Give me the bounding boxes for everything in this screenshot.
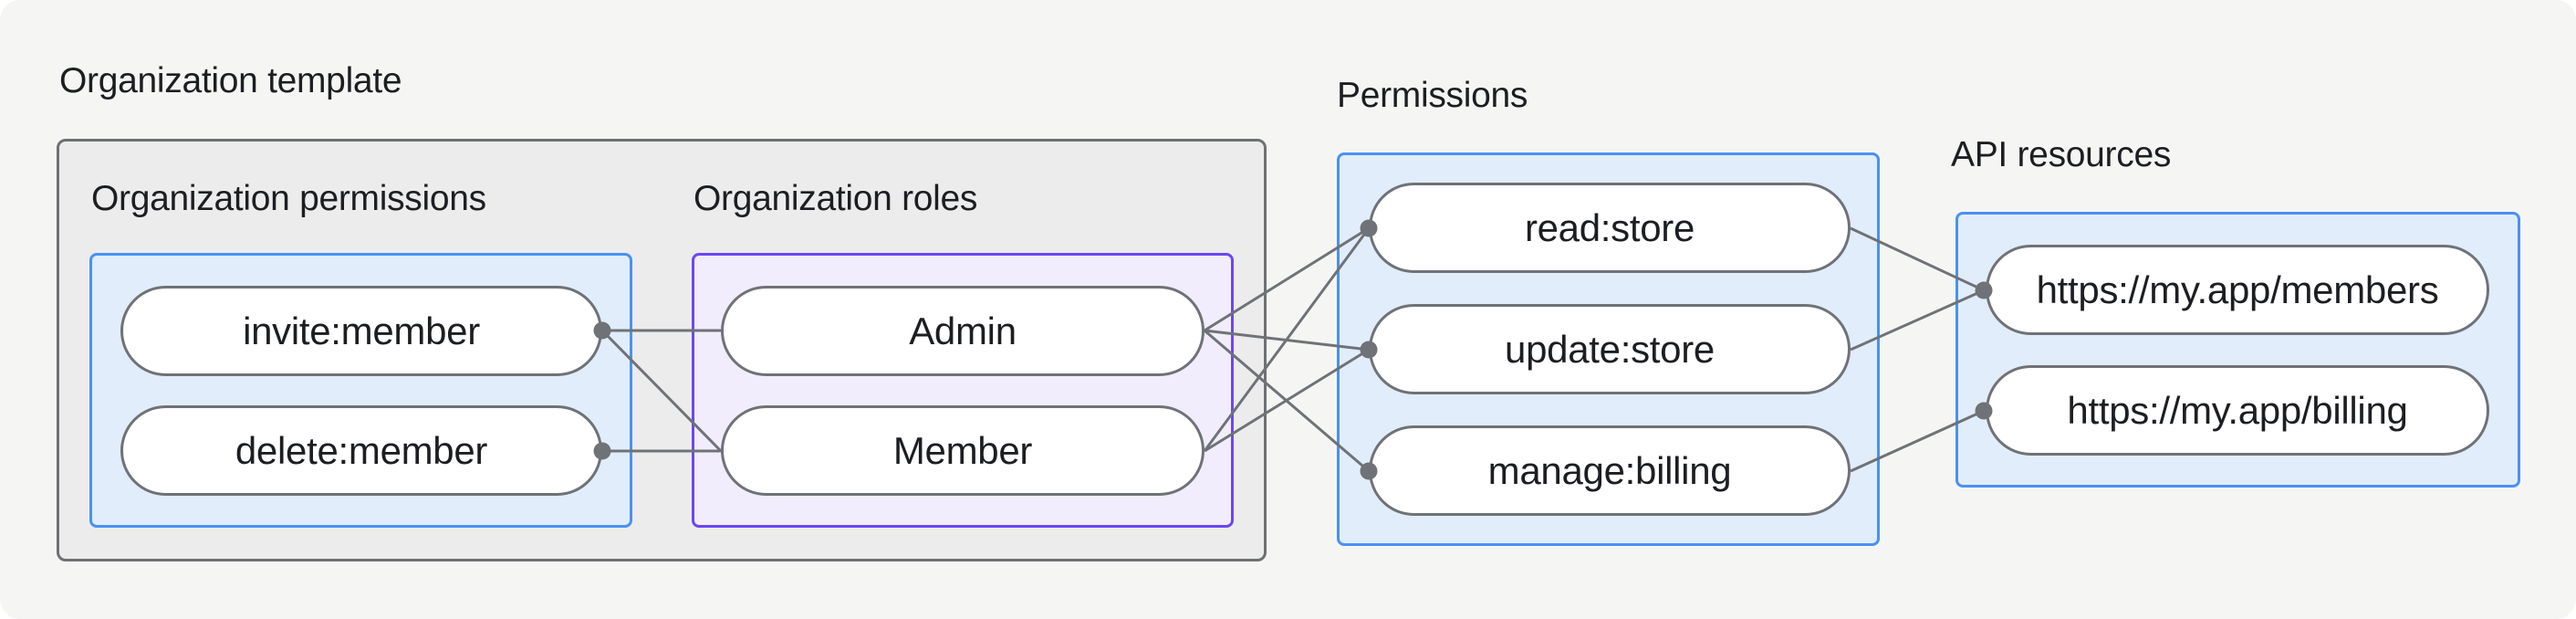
api-resources-label: API resources [1951,135,2172,174]
node-members-api: https://my.app/members [1986,245,2489,335]
node-update-store: update:store [1369,304,1851,394]
node-delete-member: delete:member [120,405,602,496]
organization-template-label: Organization template [59,61,402,100]
node-admin: Admin [721,286,1205,376]
organization-permissions-label: Organization permissions [91,179,486,218]
node-read-store: read:store [1369,183,1851,273]
node-manage-billing: manage:billing [1369,425,1851,516]
node-billing-api: https://my.app/billing [1986,365,2489,456]
node-member: Member [721,405,1205,496]
node-invite-member: invite:member [120,286,602,376]
organization-roles-label: Organization roles [694,179,978,218]
permissions-label: Permissions [1337,76,1528,115]
